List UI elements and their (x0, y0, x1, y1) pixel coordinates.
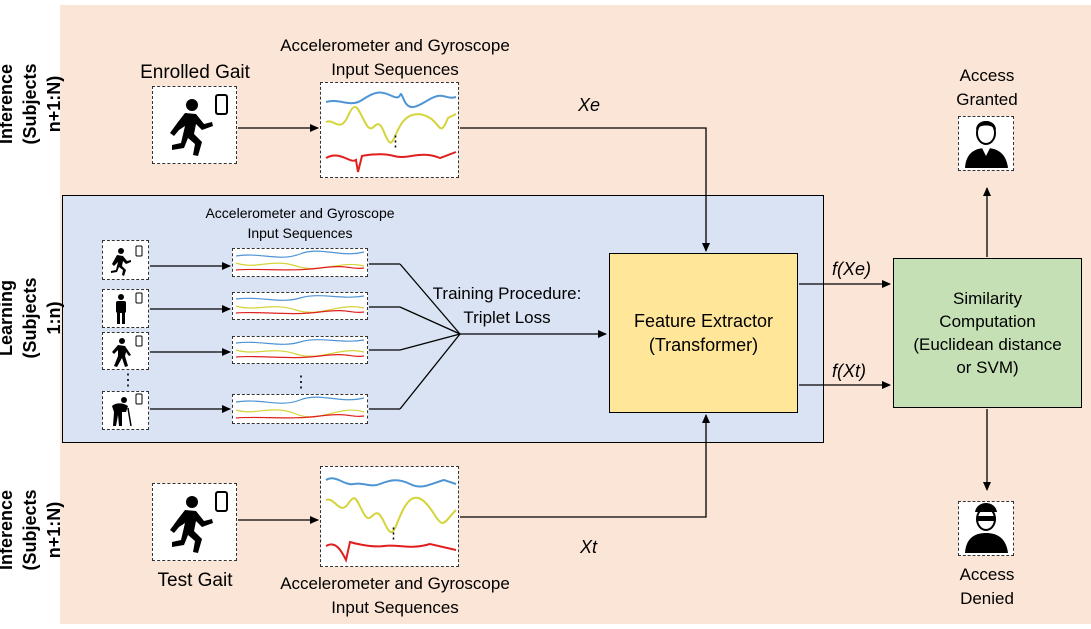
standing-person-icon (116, 292, 143, 324)
merge-line-1b (399, 263, 461, 335)
fxt-label: f(Xt) (832, 361, 866, 381)
enrolled-gait-label: Enrolled Gait (140, 62, 250, 83)
training-label-line2: Triplet Loss (463, 308, 551, 327)
learning-signal-box-1 (232, 248, 368, 277)
signal-yellow (325, 496, 457, 533)
xe-label: Xe (578, 95, 601, 115)
signal-yellow (325, 105, 457, 144)
businessman-icon (965, 121, 1008, 168)
sequences-bottom-label: Accelerometer and Gyroscope Input Sequen… (250, 572, 540, 620)
sequences-learning-line1: Accelerometer and Gyroscope (205, 205, 395, 221)
similarity-computation-box: Similarity Computation (Euclidean distan… (893, 258, 1082, 408)
sensor-signal-box-top (320, 82, 459, 178)
learning-ellipsis-left: ⋮ (120, 372, 136, 389)
fxe-label: f(Xe) (832, 259, 872, 279)
learning-waveform-3 (235, 339, 365, 359)
learning-waveforms (235, 250, 365, 419)
merge-line-4b (399, 333, 461, 410)
arrow-xe-to-extractor (460, 127, 710, 252)
similarity-line2: Computation (939, 312, 1036, 331)
walking-person-icon (112, 335, 143, 367)
training-label-line1: Training Procedure: (432, 284, 582, 303)
sequences-bottom-line2: Input Sequences (331, 598, 459, 617)
similarity-line1: Similarity (953, 289, 1022, 308)
feature-extractor-line1: Feature Extractor (633, 311, 774, 331)
connectors (150, 124, 991, 524)
signal-ellipsis-bottom: ⋮ (386, 525, 401, 542)
learning-waveform-2 (235, 295, 365, 315)
sequences-top-line1: Accelerometer and Gyroscope (280, 36, 510, 55)
running-person-icon-bottom (170, 491, 228, 553)
feature-extractor-line2: (Transformer) (648, 335, 759, 355)
signal-red (325, 540, 457, 563)
similarity-line4: or SVM) (956, 358, 1019, 377)
runner-icon-box (102, 240, 149, 280)
elderly-person-icon (112, 393, 143, 427)
sequences-learning-line2: Input Sequences (247, 225, 353, 241)
access-denied-label: Access Denied (945, 563, 1029, 611)
access-granted-line2: Granted (956, 90, 1018, 109)
learning-ellipsis-right: ⋮ (293, 374, 309, 391)
signal-blue (325, 91, 457, 109)
access-granted-line1: Access (959, 66, 1015, 85)
masked-intruder-icon (965, 503, 1008, 553)
arrow-xt-to-extractor (460, 414, 710, 518)
test-gait-label: Test Gait (157, 570, 233, 591)
sequences-bottom-line1: Accelerometer and Gyroscope (280, 574, 510, 593)
xt-label: Xt (580, 537, 598, 557)
merge-line-2b (399, 306, 461, 335)
sequences-learning-label: Accelerometer and Gyroscope Input Sequen… (160, 203, 440, 243)
signal-blue (325, 477, 457, 488)
training-procedure-label: Training Procedure: Triplet Loss (432, 282, 582, 330)
access-denied-line2: Denied (960, 589, 1014, 608)
signal-ellipsis-top: ⋮ (388, 133, 403, 150)
similarity-line3: (Euclidean distance (913, 335, 1062, 354)
signal-waveforms-top (325, 91, 457, 173)
learning-waveform-1 (235, 250, 365, 271)
merge-line-3b (399, 333, 461, 351)
learning-waveform-4 (235, 396, 365, 419)
signal-red (325, 151, 457, 173)
sequences-top-line2: Input Sequences (331, 60, 459, 79)
sequences-top-label: Accelerometer and Gyroscope Input Sequen… (250, 34, 540, 82)
signal-waveforms-bottom (325, 477, 457, 563)
running-person-icon-top (170, 94, 228, 156)
access-denied-line1: Access (959, 565, 1015, 584)
feature-extractor-box: Feature Extractor (Transformer) (609, 253, 798, 413)
runner-icon (111, 245, 143, 276)
access-granted-label: Access Granted (945, 64, 1029, 112)
